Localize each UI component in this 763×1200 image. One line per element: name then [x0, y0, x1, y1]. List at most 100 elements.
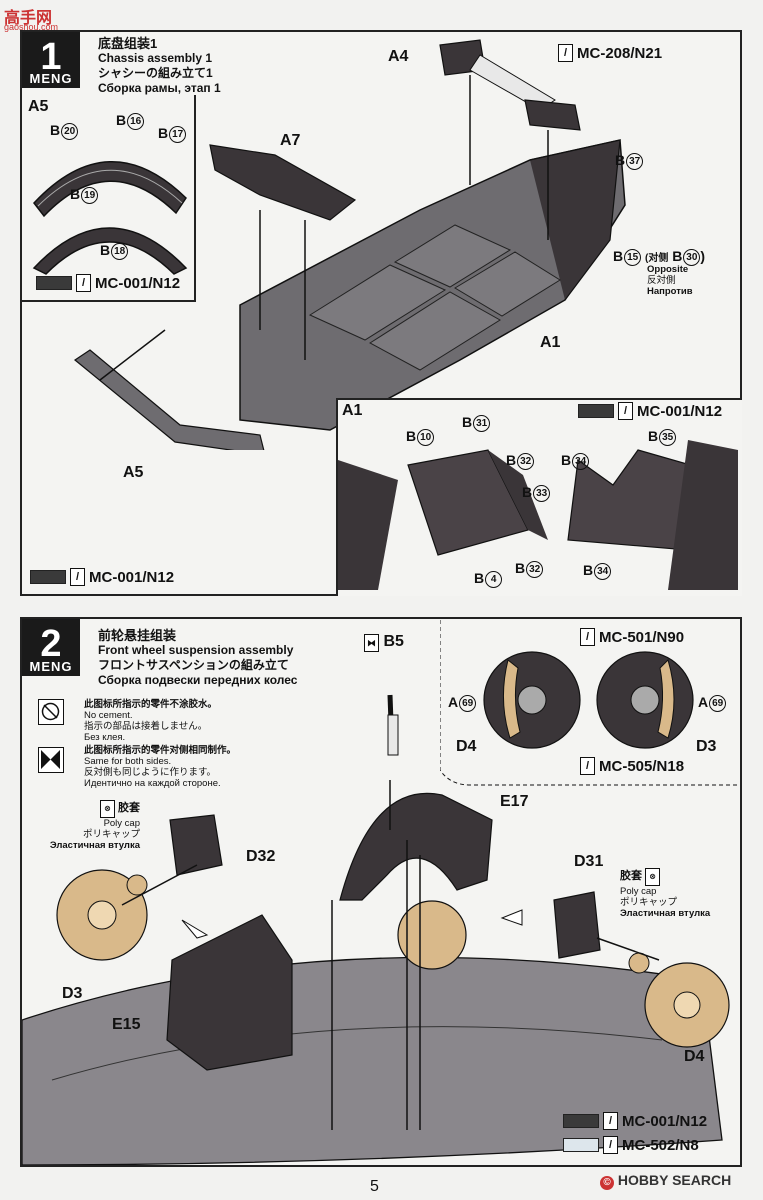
- brake-inset-drawing: [440, 620, 740, 786]
- brake-label-d3: D3: [696, 738, 717, 755]
- brush-icon: /: [603, 1112, 618, 1130]
- paint-swatch: [578, 404, 614, 418]
- a1-inset-drawing: [338, 440, 738, 590]
- polycap-right-note: 胶套 ⊗ Poly cap ポリキャップ Эластичная втулка: [620, 868, 710, 919]
- a5-fender-drawing: [32, 161, 188, 275]
- brake-label-d4: D4: [456, 738, 477, 755]
- step2-title: 前轮悬挂组装 Front wheel suspension assembly フ…: [98, 628, 297, 688]
- polycap-en-left: Poly cap: [103, 818, 140, 829]
- step2-title-zh: 前轮悬挂组装: [98, 628, 177, 643]
- watermark-logo: 高手网: [4, 10, 53, 27]
- step1-opposite-note: Opposite 反対側 Напротив: [647, 264, 693, 297]
- step1-title-ja: シャシーの組み立て1: [98, 66, 213, 80]
- brush-icon: /: [603, 1136, 618, 1154]
- both-sides-small-icon: ⧓: [364, 634, 379, 652]
- step1-chassis-drawing: [73, 39, 626, 450]
- step2-brand: MENG: [22, 658, 80, 676]
- both-sides-symbol: [41, 750, 60, 769]
- step2-label-d3: D3: [62, 985, 83, 1002]
- both-sides-note: 此图标所指示的零件对侧相同制作。 Same for both sides. 反対…: [84, 745, 236, 789]
- bothsides-ru: Идентично на каждой стороне.: [84, 778, 221, 789]
- polycap-icon: ⊗: [645, 868, 661, 886]
- step1-label-a5: A5: [123, 464, 144, 481]
- polycap-ru-left: Эластичная втулка: [49, 840, 140, 851]
- brake-paint-bottom: /MC-505/N18: [580, 757, 684, 775]
- copyright-icon: ©: [600, 1176, 614, 1190]
- a5-inset-label: A5: [28, 98, 49, 115]
- step1-title-ru: Сборка рамы, этап 1: [98, 81, 221, 95]
- step2-title-ru: Сборка подвески передних колес: [98, 673, 298, 687]
- step2-label-d32: D32: [246, 848, 276, 865]
- a5-paint-code: /MC-001/N12: [36, 274, 180, 292]
- brush-icon: /: [558, 44, 573, 62]
- paint-swatch-light: [563, 1138, 599, 1152]
- step1-paint-bottom: /MC-001/N12: [30, 568, 174, 586]
- nocement-en: No cement.: [84, 710, 133, 721]
- bothsides-en: Same for both sides.: [84, 756, 172, 767]
- nocement-ja: 指示の部品は接着しません。: [84, 721, 208, 732]
- brush-icon: /: [580, 628, 595, 646]
- step2-paint-dark: /MC-001/N12: [563, 1112, 707, 1130]
- a1-inset-label: A1: [342, 402, 363, 419]
- step1-label-a1: A1: [540, 334, 561, 351]
- watermark-subtext: gaoshou.com: [4, 22, 59, 32]
- brush-icon: /: [580, 757, 595, 775]
- step1-paint-top: /MC-208/N21: [558, 44, 662, 62]
- step1-title-en: Chassis assembly 1: [98, 51, 213, 65]
- brake-paint-top: /MC-501/N90: [580, 628, 684, 646]
- step2-label-b5: ⧓ B5: [364, 633, 404, 652]
- paint-swatch: [36, 276, 72, 290]
- bothsides-ja: 反対側も同じように作ります。: [84, 767, 217, 778]
- no-cement-symbol: [41, 702, 60, 721]
- brush-icon: /: [618, 402, 633, 420]
- step1-label-a7: A7: [280, 132, 301, 149]
- polycap-en-right: Poly cap: [620, 886, 657, 897]
- page-number: 5: [370, 1178, 379, 1195]
- bothsides-zh: 此图标所指示的零件对侧相同制作。: [84, 745, 237, 756]
- nocement-ru: Без клея.: [84, 732, 126, 743]
- polycap-icon: ⊗: [99, 800, 115, 818]
- step2-title-ja: フロントサスペンションの組み立て: [98, 658, 289, 672]
- polycap-ja-left: ポリキャップ: [82, 829, 140, 840]
- hobby-search-logo: © HOBBY SEARCH: [600, 1172, 731, 1190]
- polycap-left-note: ⊗ 胶套 Poly cap ポリキャップ Эластичная втулка: [30, 800, 140, 851]
- both-sides-icon: [38, 747, 64, 773]
- polycap-ja-right: ポリキャップ: [620, 897, 678, 908]
- polycap-ru-right: Эластичная втулка: [620, 908, 711, 919]
- opposite-ja: 反対側: [647, 275, 676, 286]
- step2-label-d4: D4: [684, 1048, 705, 1065]
- step1-title: 底盘组装1 Chassis assembly 1 シャシーの組み立て1 Сбор…: [98, 36, 221, 96]
- step1-title-zh: 底盘组装1: [98, 36, 158, 51]
- a1-inset-paint: /MC-001/N12: [578, 402, 722, 420]
- nocement-zh: 此图标所指示的零件不涂胶水。: [84, 699, 218, 710]
- brush-icon: /: [76, 274, 91, 292]
- step2-label-d31: D31: [574, 853, 604, 870]
- polycap-zh-right: 胶套 ⊗: [620, 868, 710, 886]
- step1-brand: MENG: [22, 70, 80, 88]
- paint-swatch: [30, 570, 66, 584]
- step2-label-e15: E15: [112, 1016, 141, 1033]
- step2-paint-light: /MC-502/N8: [563, 1136, 699, 1154]
- no-cement-note: 此图标所指示的零件不涂胶水。 No cement. 指示の部品は接着しません。 …: [84, 699, 217, 743]
- polycap-zh-left: ⊗ 胶套: [30, 800, 140, 818]
- paint-swatch-dark: [563, 1114, 599, 1128]
- opposite-en: Opposite: [647, 264, 689, 275]
- step1-label-a4: A4: [388, 48, 409, 65]
